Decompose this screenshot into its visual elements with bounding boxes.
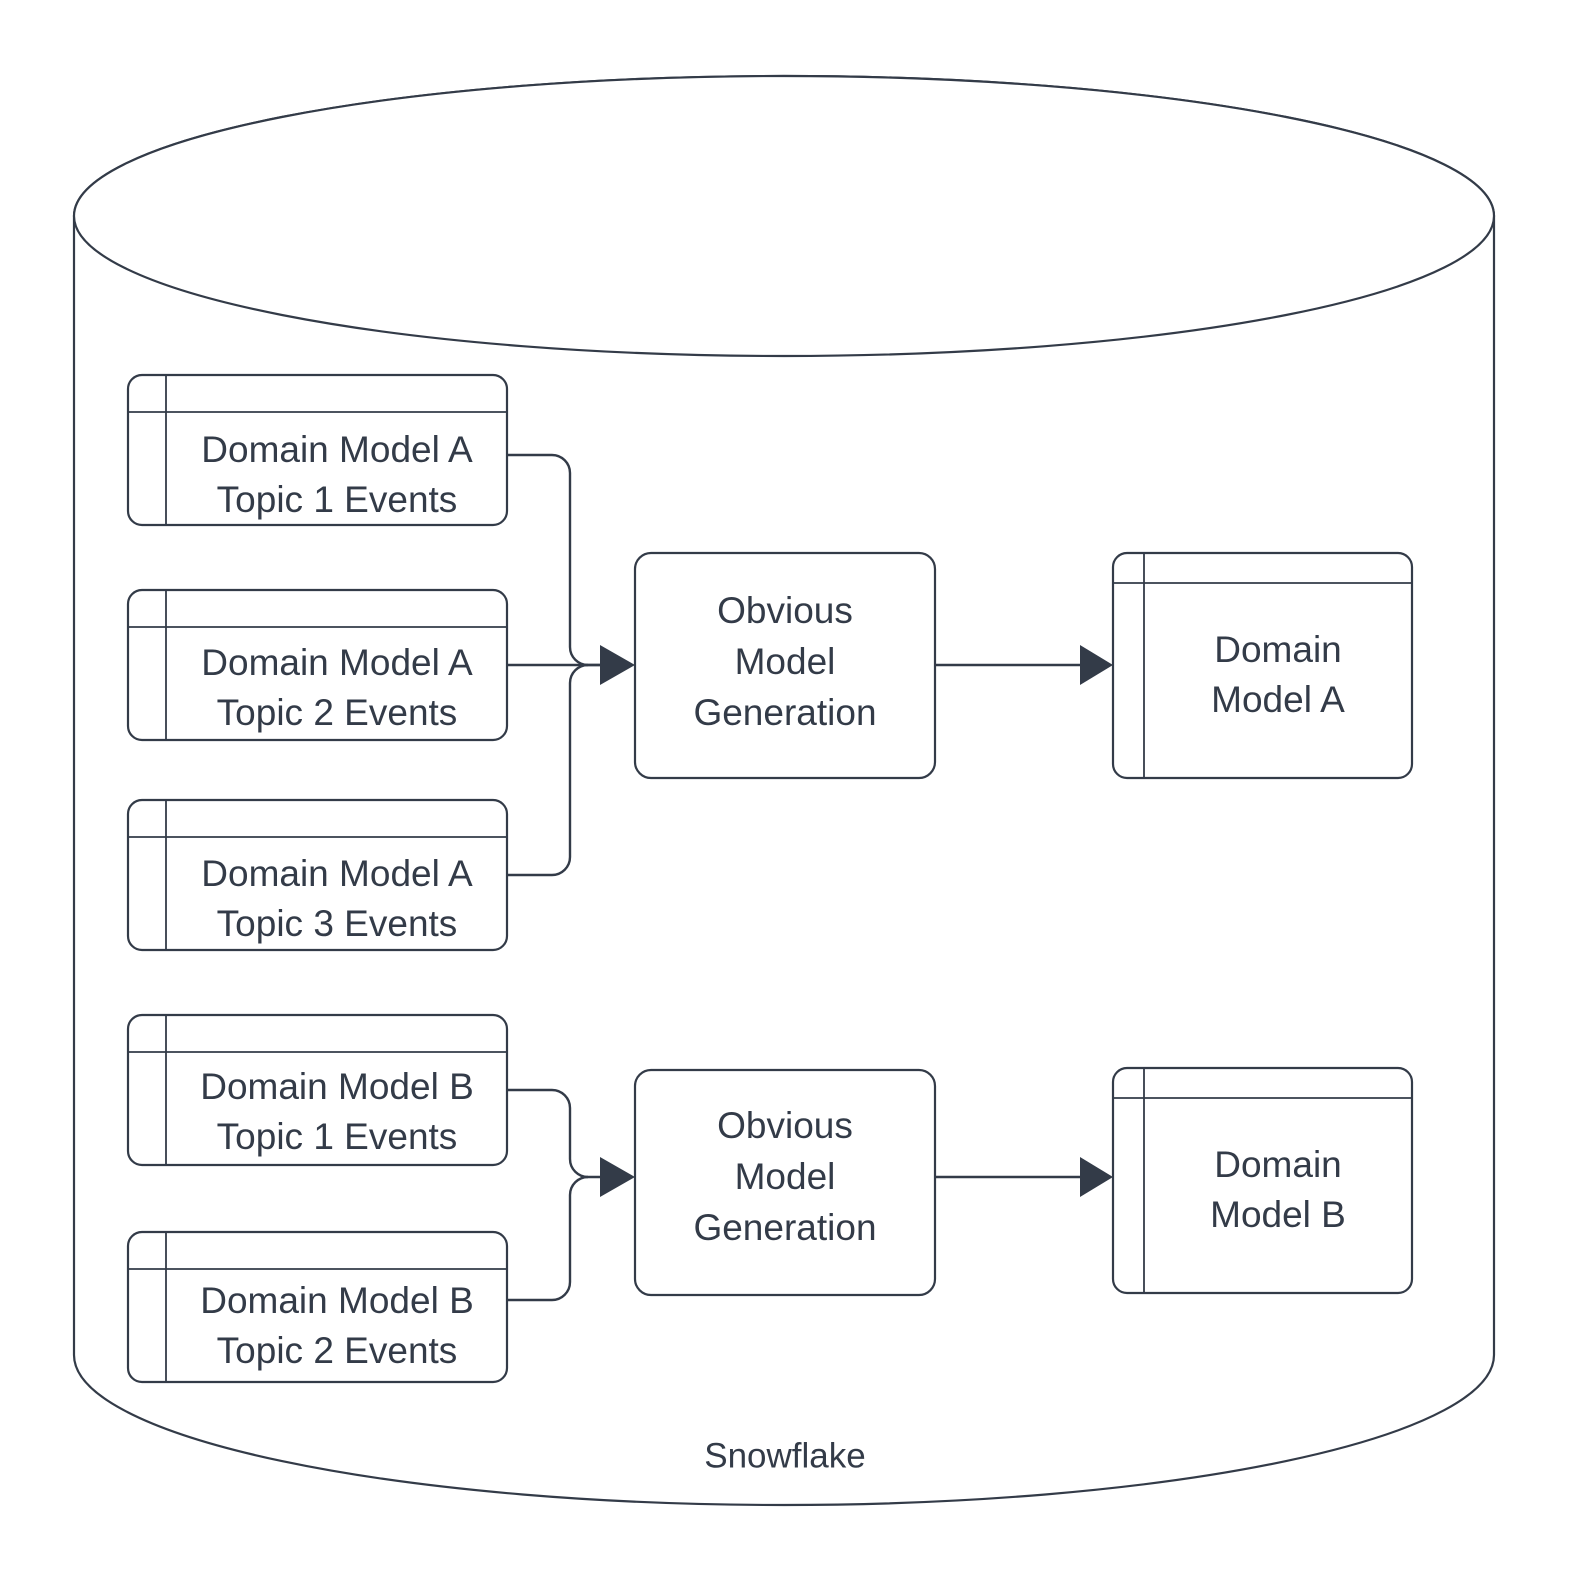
src-a2-label-line1: Domain Model A xyxy=(201,642,473,683)
arrowhead-to-proc-a xyxy=(600,645,635,685)
connector-group-a xyxy=(507,453,1113,877)
connector-group-b xyxy=(507,1088,1113,1302)
src-b1-label-line2: Topic 1 Events xyxy=(217,1116,458,1157)
proc-b-label-line3: Generation xyxy=(693,1207,876,1248)
process-box-a[interactable]: Obvious Model Generation xyxy=(633,551,937,780)
arrowhead-to-proc-b xyxy=(600,1157,635,1197)
proc-a-label-line2: Model xyxy=(735,641,836,682)
src-a2-label-line2: Topic 2 Events xyxy=(217,692,458,733)
connector-src-a3-to-proc-a xyxy=(507,683,572,877)
arrowhead-to-out-a xyxy=(1080,645,1113,685)
out-b-label-line1: Domain xyxy=(1214,1144,1342,1185)
src-b2-label-line2: Topic 2 Events xyxy=(217,1330,458,1371)
src-b2-label-line1: Domain Model B xyxy=(200,1280,474,1321)
connector-src-b1-to-proc-b xyxy=(507,1088,572,1159)
proc-a-label-line1: Obvious xyxy=(717,590,853,631)
proc-a-label-line3: Generation xyxy=(693,692,876,733)
out-b-label-line2: Model B xyxy=(1210,1194,1346,1235)
output-table-b[interactable]: Domain Model B xyxy=(1111,1066,1414,1295)
connector-src-b2-to-proc-b xyxy=(507,1195,572,1302)
proc-b-label-line1: Obvious xyxy=(717,1105,853,1146)
proc-a-box xyxy=(633,551,937,780)
source-table-a1[interactable]: Domain Model A Topic 1 Events xyxy=(126,373,509,527)
source-table-a3[interactable]: Domain Model A Topic 3 Events xyxy=(126,798,509,952)
out-a-box xyxy=(1111,551,1414,780)
src-a3-label-line1: Domain Model A xyxy=(201,853,473,894)
out-a-label-line2: Model A xyxy=(1211,679,1345,720)
connector-merge-b-lower xyxy=(568,1175,589,1196)
connector-src-a1-to-proc-a xyxy=(507,453,572,647)
source-table-a2[interactable]: Domain Model A Topic 2 Events xyxy=(126,588,509,742)
proc-b-label-line2: Model xyxy=(735,1156,836,1197)
src-a3-label-line2: Topic 3 Events xyxy=(217,903,458,944)
output-table-a[interactable]: Domain Model A xyxy=(1111,551,1414,780)
source-table-b1[interactable]: Domain Model B Topic 1 Events xyxy=(126,1013,509,1167)
process-box-b[interactable]: Obvious Model Generation xyxy=(633,1068,937,1297)
src-a1-label-line2: Topic 1 Events xyxy=(217,479,458,520)
out-b-box xyxy=(1111,1066,1414,1295)
cylinder-top-ellipse xyxy=(72,74,1496,358)
source-table-b2[interactable]: Domain Model B Topic 2 Events xyxy=(126,1230,509,1384)
out-a-label-line1: Domain xyxy=(1214,629,1342,670)
src-b1-label-line1: Domain Model B xyxy=(200,1066,474,1107)
src-a1-label-line1: Domain Model A xyxy=(201,429,473,470)
proc-b-box xyxy=(633,1068,937,1297)
snowflake-container-label: Snowflake xyxy=(704,1436,865,1475)
arrowhead-to-out-b xyxy=(1080,1157,1113,1197)
